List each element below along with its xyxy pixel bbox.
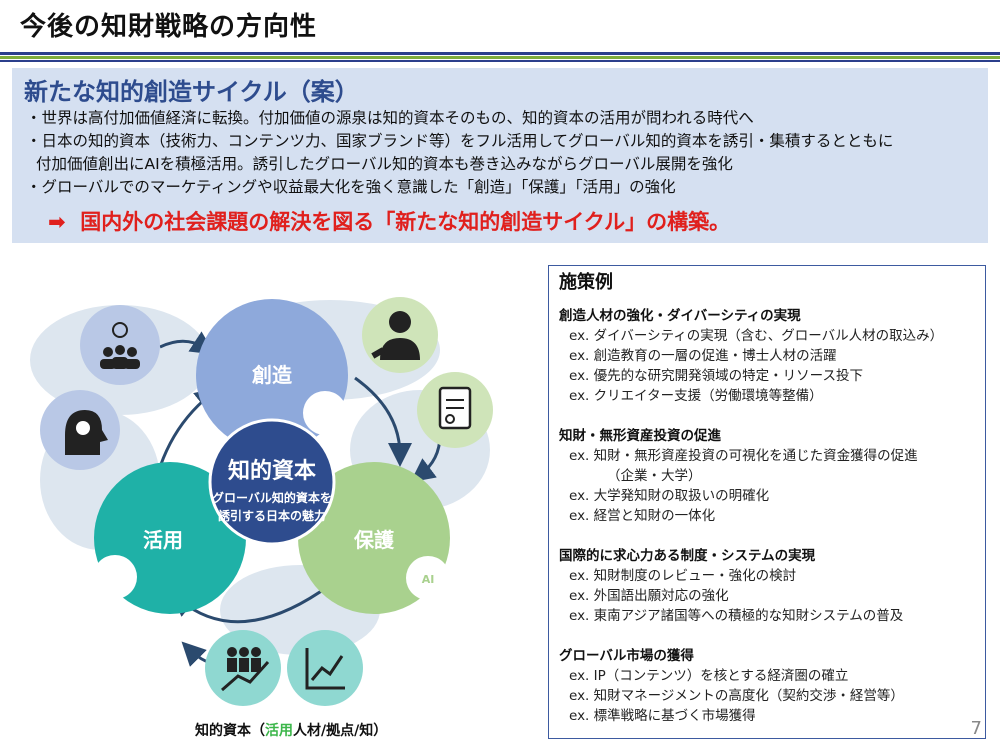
- ai-label: AI: [422, 573, 435, 586]
- title-divider-accent: [0, 56, 1000, 59]
- section-item: ex. クリエイター支援（労働環境等整備）: [569, 388, 823, 404]
- center-title: 知的資本: [228, 458, 316, 484]
- summary-heading: 新たな知的創造サイクル（案）: [24, 78, 359, 106]
- center-subtitle-1: グローバル知的資本を: [212, 490, 332, 505]
- section-item: ex. 知財マネージメントの高度化（契約交渉・経営等）: [569, 688, 904, 704]
- section-item: ex. 外国語出願対応の強化: [569, 588, 729, 604]
- summary-bullet-1: ・世界は高付加価値経済に転換。付加価値の源泉は知的資本そのもの、知的資本の活用が…: [26, 109, 754, 127]
- section-item: ex. 標準戦略に基づく市場獲得: [569, 708, 756, 724]
- protect-label: 保護: [353, 528, 395, 552]
- section-item: ex. ダイバーシティの実現（含む、グローバル人材の取込み）: [569, 328, 944, 344]
- lawyer-icon: [362, 297, 438, 373]
- caption-highlight: 活用: [265, 723, 293, 739]
- create-sub-circle: [303, 391, 347, 435]
- create-label: 創造: [251, 363, 293, 387]
- section-item: ex. 知財・無形資産投資の可視化を通じた資金獲得の促進: [569, 448, 918, 464]
- summary-box: 新たな知的創造サイクル（案） ・世界は高付加価値経済に転換。付加価値の源泉は知的…: [12, 68, 988, 243]
- caption-pre: 知的資本（: [195, 723, 265, 739]
- use-sub-circle: [93, 555, 137, 599]
- section-title-system: 国際的に求心力ある制度・システムの実現: [559, 548, 816, 564]
- page-number: 7: [970, 718, 982, 739]
- summary-bullet-2-cont: 付加価値創出にAIを積極活用。誘引したグローバル知的資本も巻き込みながらグローバ…: [36, 155, 733, 173]
- section-title-global-market: グローバル市場の獲得: [559, 648, 694, 664]
- summary-bullet-3: ・グローバルでのマーケティングや収益最大化を強く意識した「創造」「保護」「活用」…: [26, 178, 676, 196]
- head-lightbulb-icon: [40, 390, 120, 470]
- section-item: ex. 創造教育の一層の促進・博士人材の活躍: [569, 348, 837, 364]
- title-divider: [0, 52, 1000, 55]
- knowledge-cycle-diagram: 創造 保護 活用 AI 知的資本 グローバル知的資本を 誘引する日本の魅力: [30, 297, 493, 706]
- team-ideas-icon: [80, 305, 160, 385]
- section-item: ex. 経営と知財の一体化: [569, 508, 716, 524]
- section-title-creation: 創造人材の強化・ダイバーシティの実現: [559, 308, 801, 324]
- conclusion-text: 国内外の社会課題の解決を図る「新たな知的創造サイクル」の構築。: [80, 210, 731, 234]
- use-label: 活用: [143, 528, 183, 552]
- title-divider-lower: [0, 60, 1000, 62]
- section-item: ex. 優先的な研究開発領域の特定・リソース投下: [569, 368, 863, 384]
- center-subtitle-2: 誘引する日本の魅力: [218, 508, 326, 523]
- certificate-icon: [417, 372, 493, 448]
- intellectual-capital-circle: [208, 418, 336, 546]
- section-item: （企業・大学）: [607, 468, 702, 484]
- summary-bullet-2: ・日本の知的資本（技術力、コンテンツ力、国家ブランド等）をフル活用してグローバル…: [26, 132, 894, 150]
- section-item: ex. 大学発知財の取扱いの明確化: [569, 488, 770, 504]
- ai-circle: [406, 556, 450, 600]
- measures-panel: 施策例 創造人材の強化・ダイバーシティの実現 ex. ダイバーシティの実現（含む…: [548, 265, 986, 739]
- section-item: ex. 知財制度のレビュー・強化の検討: [569, 568, 797, 584]
- section-item: ex. IP（コンテンツ）を核とする経済圏の確立: [569, 668, 849, 684]
- right-arrow-icon: ➡: [48, 210, 66, 234]
- page-title: 今後の知財戦略の方向性: [20, 12, 318, 42]
- conclusion: ➡ 国内外の社会課題の解決を図る「新たな知的創造サイクル」の構築。: [48, 206, 730, 236]
- section-title-investment: 知財・無形資産投資の促進: [559, 428, 721, 444]
- measures-heading: 施策例: [559, 272, 613, 293]
- people-growth-icon: [205, 630, 281, 706]
- section-item: ex. 東南アジア諸国等への積極的な知財システムの普及: [569, 608, 904, 624]
- growth-chart-icon: [287, 630, 363, 706]
- caption-post: 人材/拠点/知）: [293, 723, 388, 739]
- diagram-caption: 知的資本（活用人材/拠点/知）: [195, 720, 387, 740]
